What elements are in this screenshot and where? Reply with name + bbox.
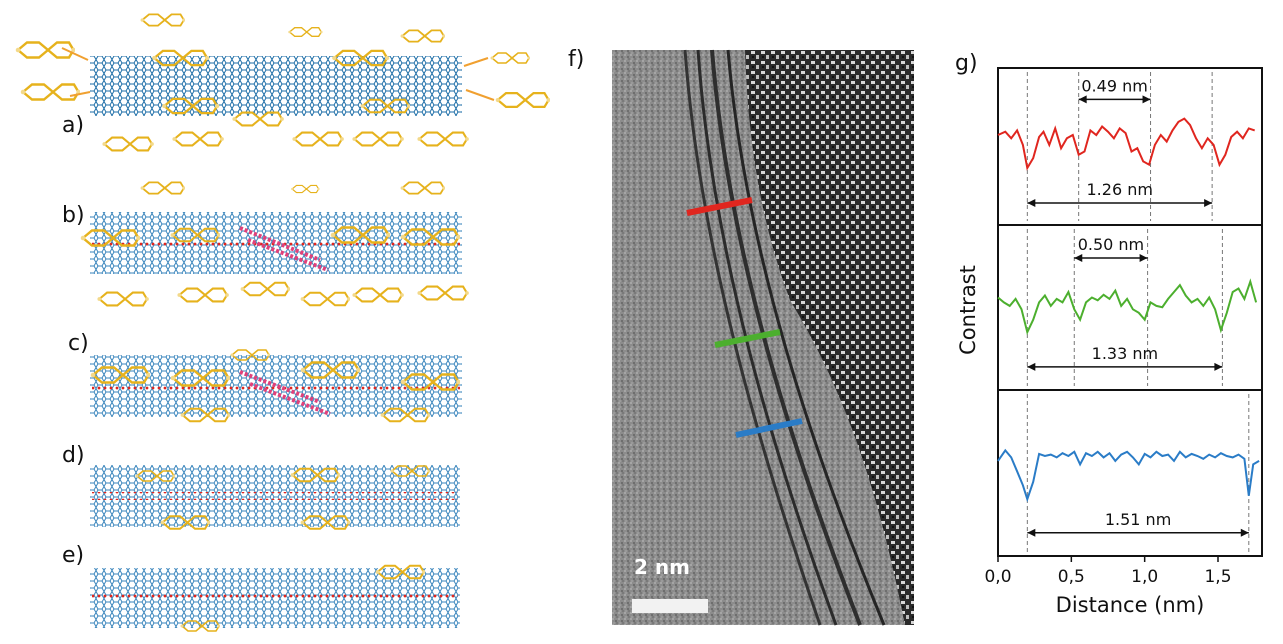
inner-chain	[92, 238, 460, 246]
scale-bar	[632, 599, 708, 613]
tem-image: 2 nm	[612, 49, 914, 626]
distance-label: 1.26 nm	[1087, 180, 1153, 199]
panel-label-b: b)	[62, 203, 85, 228]
panel-label-e: e)	[62, 543, 84, 568]
x-tick-label: 0,5	[1058, 567, 1085, 587]
panel-label-d: d)	[62, 443, 85, 468]
distance-label: 0.50 nm	[1078, 235, 1144, 254]
panel-label-g: g)	[955, 51, 978, 76]
schematic-panel-c	[90, 348, 462, 423]
panel-label-f: f)	[568, 47, 584, 72]
arrow-icon	[465, 89, 495, 101]
green-profile-line	[714, 329, 781, 348]
panel-label-a: a)	[62, 113, 84, 138]
profile-series-red	[997, 117, 1256, 171]
schematic-panel-a	[16, 13, 550, 152]
x-tick-label: 0,0	[984, 567, 1011, 587]
profile-series-green	[997, 278, 1258, 336]
schematic-panel-e	[90, 566, 460, 633]
panel-label-c: c)	[68, 331, 89, 356]
distance-label: 0.49 nm	[1081, 76, 1147, 95]
x-tick-label: 1,0	[1131, 567, 1158, 587]
schematic-panel-b	[81, 181, 470, 307]
x-tick-label: 1,5	[1204, 567, 1231, 587]
red-profile-line	[686, 197, 753, 216]
x-axis-label: Distance (nm)	[1056, 593, 1205, 617]
arrow-icon	[61, 47, 89, 61]
distance-label: 1.51 nm	[1105, 510, 1171, 529]
y-axis-label: Contrast	[956, 265, 980, 355]
profile-series-blue	[997, 448, 1260, 503]
pink-chain	[239, 226, 321, 262]
nanotube-a	[90, 56, 462, 116]
arrow-icon	[69, 91, 91, 97]
plot-frame	[997, 67, 1263, 557]
schematic-panel-d	[90, 464, 460, 531]
arrowhead-icon	[1074, 254, 1148, 262]
arrowhead-icon	[1078, 95, 1151, 104]
distance-label: 1.33 nm	[1092, 344, 1158, 363]
arrow-icon	[463, 57, 489, 67]
blue-profile-line	[735, 418, 803, 438]
scale-bar-label: 2 nm	[634, 555, 690, 579]
